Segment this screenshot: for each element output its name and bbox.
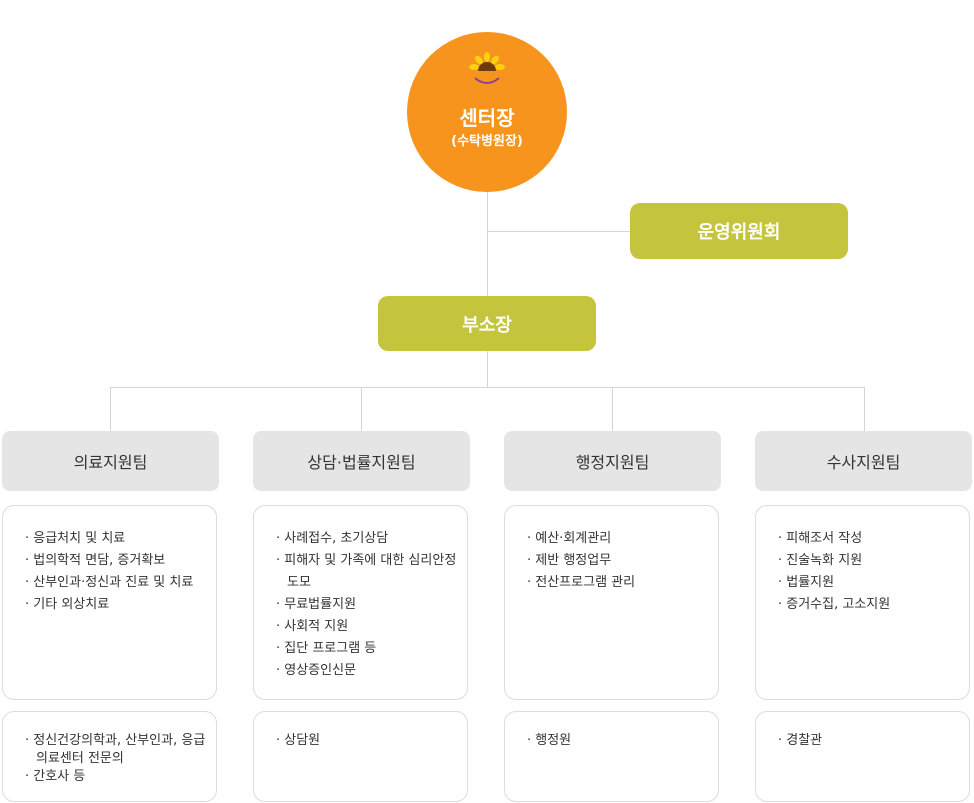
duties-box: 예산·회계관리제반 행정업무전산프로그램 관리 — [504, 505, 719, 700]
duties-box: 사례접수, 초기상담피해자 및 가족에 대한 심리안정 도모무료법률지원사회적 … — [253, 505, 468, 700]
team-investigation: 수사지원팀 — [755, 431, 972, 491]
list-item: 상담원 — [276, 732, 457, 750]
director-subtitle: (수탁병원장) — [451, 134, 523, 149]
list-item: 정신건강의학과, 산부인과, 응급의료센터 전문의 — [25, 732, 206, 768]
list-item: 경찰관 — [778, 732, 959, 750]
connector-line — [487, 231, 630, 232]
list-item: 영상증인신문 — [276, 660, 457, 682]
connector-line — [612, 387, 613, 431]
connector-line — [361, 387, 362, 431]
list-item: 진술녹화 지원 — [778, 550, 959, 572]
connector-line — [110, 387, 865, 388]
list-item: 피해자 및 가족에 대한 심리안정 도모 — [276, 550, 457, 594]
staff-box: 정신건강의학과, 산부인과, 응급의료센터 전문의간호사 등 — [2, 711, 217, 802]
list-item: 전산프로그램 관리 — [527, 572, 708, 594]
committee-node: 운영위원회 — [630, 203, 848, 259]
center-director-node: 센터장 (수탁병원장) — [407, 32, 567, 192]
list-item: 예산·회계관리 — [527, 528, 708, 550]
list-item: 집단 프로그램 등 — [276, 638, 457, 660]
connector-line — [487, 192, 488, 387]
staff-box: 경찰관 — [755, 711, 970, 802]
connector-line — [864, 387, 865, 431]
list-item: 기타 외상치료 — [25, 594, 206, 616]
list-item: 무료법률지원 — [276, 594, 457, 616]
team-medical: 의료지원팀 — [2, 431, 219, 491]
list-item: 산부인과·정신과 진료 및 치료 — [25, 572, 206, 594]
list-item: 사례접수, 초기상담 — [276, 528, 457, 550]
list-item: 법의학적 면담, 증거확보 — [25, 550, 206, 572]
team-admin: 행정지원팀 — [504, 431, 721, 491]
deputy-node: 부소장 — [378, 296, 596, 351]
staff-box: 상담원 — [253, 711, 468, 802]
director-title: 센터장 — [459, 106, 515, 130]
list-item: 행정원 — [527, 732, 708, 750]
list-item: 간호사 등 — [25, 768, 206, 786]
connector-line — [110, 387, 111, 431]
team-counseling-legal: 상담·법률지원팀 — [253, 431, 470, 491]
list-item: 사회적 지원 — [276, 616, 457, 638]
duties-box: 응급처치 및 치료법의학적 면담, 증거확보산부인과·정신과 진료 및 치료기타… — [2, 505, 217, 700]
duties-box: 피해조서 작성진술녹화 지원법률지원증거수집, 고소지원 — [755, 505, 970, 700]
list-item: 법률지원 — [778, 572, 959, 594]
list-item: 제반 행정업무 — [527, 550, 708, 572]
list-item: 피해조서 작성 — [778, 528, 959, 550]
list-item: 응급처치 및 치료 — [25, 528, 206, 550]
sunflower-logo-icon — [469, 52, 505, 84]
list-item: 증거수집, 고소지원 — [778, 594, 959, 616]
staff-box: 행정원 — [504, 711, 719, 802]
